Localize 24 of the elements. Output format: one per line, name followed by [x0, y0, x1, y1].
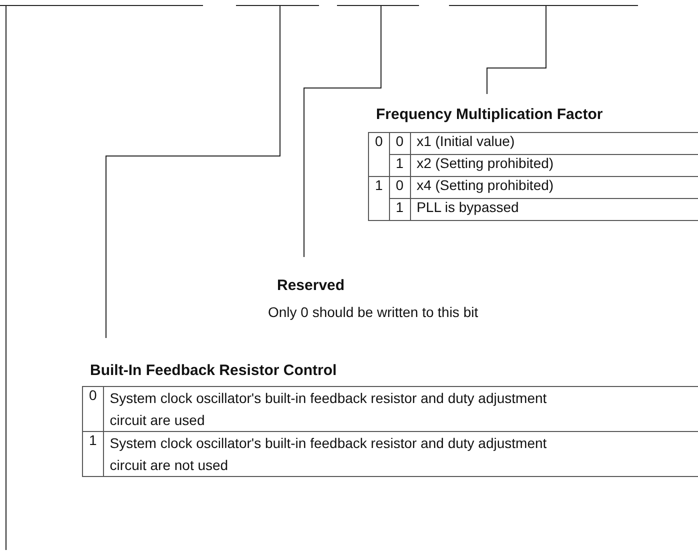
leader-line [304, 4, 382, 258]
section-heading: Frequency Multiplication Factor [376, 106, 603, 123]
bit-value: 0 [389, 176, 410, 198]
bit-value: 1 [368, 176, 390, 220]
setting-description: PLL is bypassed [410, 198, 698, 220]
bit-field-line [0, 5, 203, 6]
bit-field-line [449, 5, 638, 6]
bit-value: 0 [389, 132, 410, 154]
section-heading: Built-In Feedback Resistor Control [90, 362, 337, 379]
bit-value: 1 [389, 198, 410, 220]
bit-value: 1 [82, 432, 104, 476]
bit-field-line [236, 5, 319, 6]
setting-description: x2 (Setting prohibited) [410, 154, 698, 176]
leader-line [486, 4, 546, 94]
leader-line [106, 4, 280, 338]
setting-description: System clock oscillator's built-in feedback resistor and duty adjustment circuit are used [103, 386, 698, 432]
note-text: Only 0 should be written to this bit [268, 304, 478, 320]
bit-value: 0 [368, 132, 390, 176]
setting-description: x4 (Setting prohibited) [410, 176, 698, 198]
bit-value: 0 [82, 386, 104, 432]
setting-description: x1 (Initial value) [410, 132, 698, 154]
section-heading: Reserved [277, 277, 346, 294]
bit-field-line [337, 5, 419, 6]
bit-value: 1 [389, 154, 410, 176]
